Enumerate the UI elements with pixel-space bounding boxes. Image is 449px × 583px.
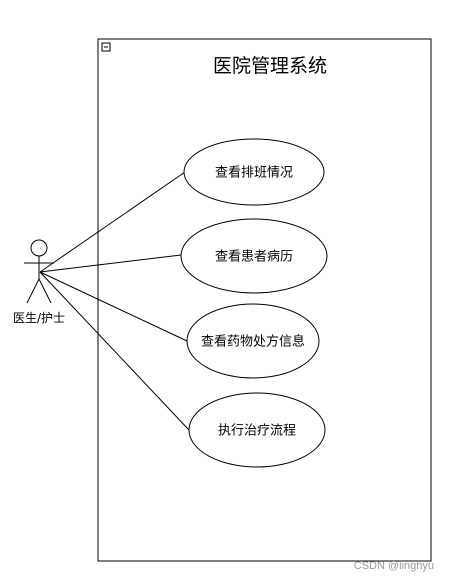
association-line [39,171,186,273]
use-case-ellipse[interactable] [183,138,325,206]
collapse-toggle[interactable] [101,42,111,52]
association-line [39,271,188,342]
use-case[interactable]: 查看排班情况 [183,138,325,206]
use-case-label: 查看药物处方信息 [201,334,305,350]
use-case-label: 查看排班情况 [215,165,293,181]
use-case[interactable]: 查看患者病历 [180,218,328,294]
watermark: CSDN @linghyu [354,560,434,572]
system-boundary [97,38,432,562]
use-case[interactable]: 执行治疗流程 [188,392,326,468]
use-case-ellipse[interactable] [186,303,320,379]
actor-head-icon [30,239,48,257]
system-title: 医院管理系统 [213,55,327,77]
use-case-label: 查看患者病历 [215,249,293,265]
actor-label: 医生/护士 [13,311,65,325]
use-case-ellipse[interactable] [188,392,326,468]
actor-left-leg [26,278,40,304]
actor[interactable]: 医生/护士 [13,239,65,325]
actor-right-leg [38,278,52,304]
association-line [39,254,182,273]
use-case[interactable]: 查看药物处方信息 [186,303,320,379]
association-line [39,271,190,431]
use-case-label: 执行治疗流程 [218,424,296,439]
use-case-ellipse[interactable] [180,218,328,294]
